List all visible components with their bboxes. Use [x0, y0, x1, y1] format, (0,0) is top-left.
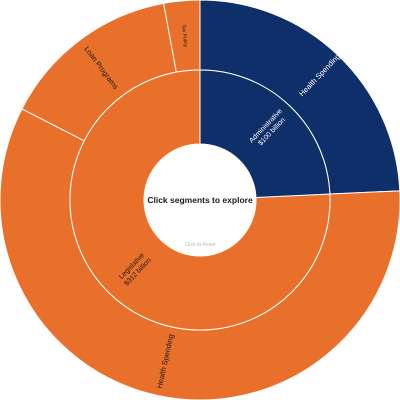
- center-hole[interactable]: Click segments to explore Click to Reset: [144, 144, 256, 256]
- center-reset-circle[interactable]: [144, 144, 256, 256]
